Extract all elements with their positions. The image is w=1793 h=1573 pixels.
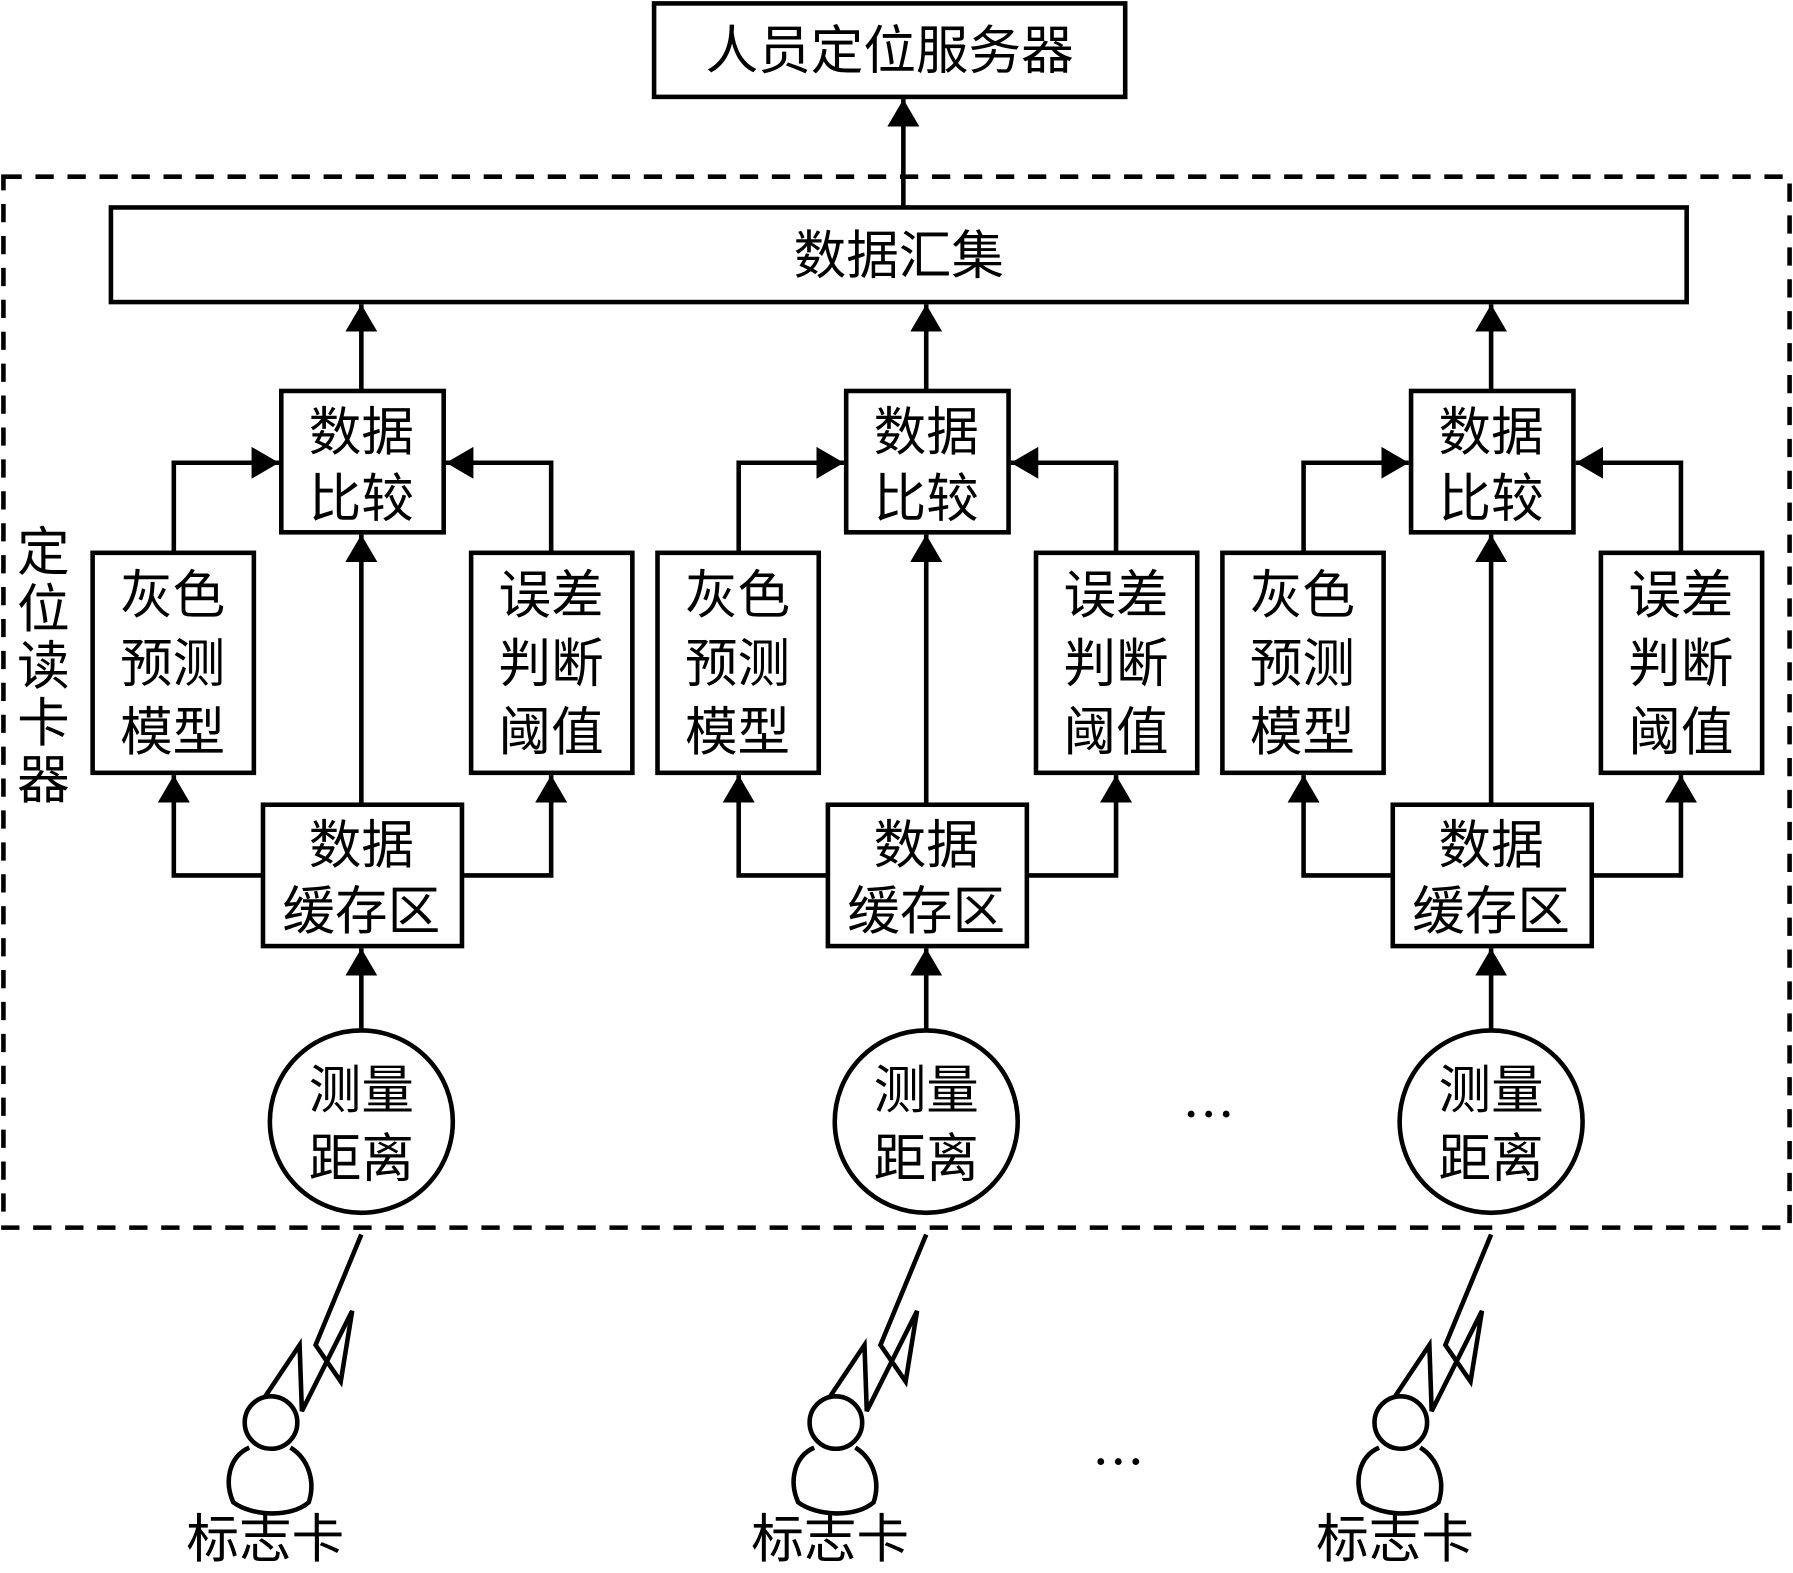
- svg-text:误差: 误差: [1063, 565, 1168, 626]
- svg-text:缓存区: 缓存区: [282, 881, 440, 942]
- svg-text:定: 定: [17, 522, 70, 583]
- svg-text:误差: 误差: [499, 565, 604, 626]
- svg-text:数据: 数据: [1439, 815, 1544, 876]
- svg-text:位: 位: [17, 579, 70, 640]
- svg-text:阈值: 阈值: [1063, 702, 1168, 763]
- wireless-signal-icon: [261, 1233, 364, 1413]
- svg-text:比较: 比较: [874, 468, 979, 529]
- svg-text:误差: 误差: [1628, 565, 1733, 626]
- arrow-buffer-to-error: [461, 775, 568, 878]
- svg-text:数据: 数据: [1439, 402, 1544, 463]
- reader-ellipsis: …: [1182, 1069, 1235, 1130]
- svg-text:比较: 比较: [309, 468, 414, 529]
- wireless-signal-icon: [1390, 1233, 1494, 1413]
- tag-label: 标志卡: [186, 1509, 344, 1570]
- svg-text:预测: 预测: [685, 634, 790, 695]
- arrow-grey-to-compare: [1301, 446, 1409, 553]
- svg-text:距离: 距离: [874, 1128, 979, 1189]
- tag-label: 标志卡: [1316, 1509, 1474, 1570]
- reader-group-label: 定 位 读 卡 器: [17, 522, 70, 811]
- svg-text:缓存区: 缓存区: [1412, 881, 1570, 942]
- svg-text:判断: 判断: [499, 634, 604, 695]
- arrow-grey-to-compare: [171, 446, 280, 553]
- svg-text:判断: 判断: [1628, 634, 1733, 695]
- svg-text:模型: 模型: [120, 702, 225, 763]
- server-node: 人员定位服务器: [651, 1, 1128, 100]
- reader-group-border: [1, 174, 1792, 1230]
- svg-text:数据: 数据: [874, 402, 979, 463]
- svg-text:阈值: 阈值: [499, 702, 604, 763]
- svg-text:灰色: 灰色: [120, 565, 225, 626]
- svg-text:预测: 预测: [1250, 634, 1355, 695]
- svg-text:模型: 模型: [685, 702, 790, 763]
- svg-text:灰色: 灰色: [1250, 565, 1355, 626]
- svg-text:数据: 数据: [309, 402, 414, 463]
- server-label: 人员定位服务器: [706, 20, 1074, 81]
- svg-text:测量: 测量: [874, 1060, 979, 1121]
- svg-text:灰色: 灰色: [685, 565, 790, 626]
- svg-text:器: 器: [17, 750, 70, 811]
- arrow-grey-to-compare: [736, 446, 844, 553]
- wireless-signal-icon: [825, 1233, 929, 1413]
- arrow-buffer-to-grey: [1287, 775, 1393, 878]
- arrow-buffer-to-error: [1026, 775, 1133, 878]
- svg-text:测量: 测量: [1439, 1060, 1544, 1121]
- aggregation-label: 数据汇集: [794, 226, 1004, 287]
- svg-text:比较: 比较: [1439, 468, 1544, 529]
- svg-text:距离: 距离: [309, 1128, 414, 1189]
- person-icon: [226, 1394, 314, 1516]
- svg-text:模型: 模型: [1250, 702, 1355, 763]
- arrow-error-to-compare: [445, 446, 554, 553]
- svg-text:距离: 距离: [1439, 1128, 1544, 1189]
- tag-ellipsis: …: [1092, 1417, 1145, 1478]
- svg-text:判断: 判断: [1063, 634, 1168, 695]
- arrow-buffer-to-error: [1591, 775, 1697, 878]
- person-icon: [791, 1394, 879, 1516]
- svg-text:读: 读: [17, 636, 70, 697]
- svg-text:预测: 预测: [120, 634, 225, 695]
- person-icon: [1356, 1394, 1444, 1516]
- arrow-buffer-to-grey: [157, 775, 264, 878]
- svg-text:数据: 数据: [874, 815, 979, 876]
- svg-text:数据: 数据: [309, 815, 414, 876]
- svg-text:卡: 卡: [17, 693, 70, 754]
- tag-label: 标志卡: [751, 1509, 909, 1570]
- svg-text:缓存区: 缓存区: [847, 881, 1005, 942]
- svg-text:测量: 测量: [309, 1060, 414, 1121]
- svg-text:阈值: 阈值: [1628, 702, 1733, 763]
- arrow-error-to-compare: [1010, 446, 1119, 553]
- arrow-error-to-compare: [1575, 446, 1684, 553]
- arrow-buffer-to-grey: [722, 775, 828, 878]
- aggregation-node: 数据汇集: [108, 205, 1689, 305]
